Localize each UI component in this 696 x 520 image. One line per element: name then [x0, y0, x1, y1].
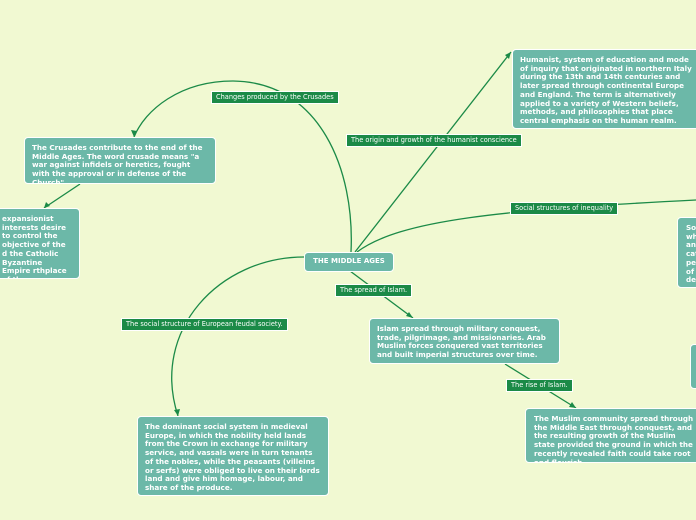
node-expansionist[interactable]: expansionist interests desire to control…	[0, 208, 80, 279]
node-muslim[interactable]: The Muslim community spread through the …	[525, 408, 696, 463]
central-topic[interactable]: THE MIDDLE AGES	[304, 252, 394, 272]
node-inequality[interactable]: So wh an cat pe of de	[677, 217, 696, 288]
label-feudal-structure[interactable]: The social structure of European feudal …	[121, 318, 288, 331]
arrowhead-expansionist	[44, 202, 50, 208]
label-islam-rise[interactable]: The rise of Islam.	[506, 379, 573, 392]
arrowhead-islam	[406, 312, 413, 318]
arrowhead-muslim	[569, 402, 576, 408]
label-crusades-changes[interactable]: Changes produced by the Crusades	[211, 91, 339, 104]
connector-inequality	[356, 199, 696, 253]
label-social-inequality[interactable]: Social structures of inequality	[510, 202, 619, 215]
arrowhead-feudal	[174, 409, 180, 416]
connector-feudal	[171, 256, 305, 417]
node-offscreen-partial[interactable]	[690, 344, 696, 389]
arrowhead-humanism	[505, 52, 511, 59]
connector-crusades-expansionist	[43, 183, 81, 209]
label-humanist-origin[interactable]: The origin and growth of the humanist co…	[346, 134, 522, 147]
connector-crusades	[133, 80, 352, 253]
label-islam-spread[interactable]: The spread of Islam.	[335, 284, 413, 297]
connector-humanism	[354, 51, 512, 253]
node-feudal[interactable]: The dominant social system in medieval E…	[137, 416, 329, 496]
node-crusades[interactable]: The Crusades contribute to the end of th…	[24, 137, 216, 184]
node-humanism[interactable]: Humanist, system of education and mode o…	[512, 49, 696, 129]
node-islam[interactable]: Islam spread through military conquest, …	[369, 318, 560, 364]
arrowhead-crusades	[131, 130, 137, 137]
